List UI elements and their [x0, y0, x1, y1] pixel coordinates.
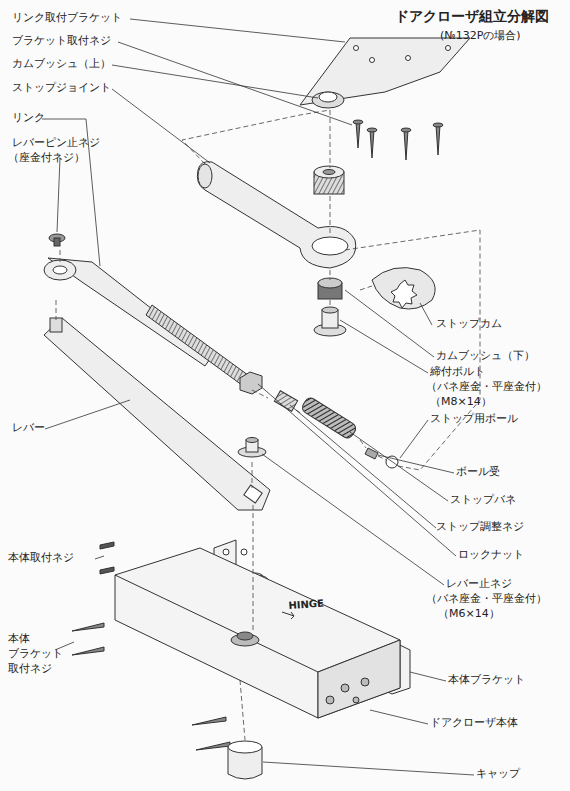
part-label: （座金付ネジ）: [8, 152, 85, 165]
part-label: （M6×14）: [438, 608, 500, 621]
parts: [44, 38, 470, 779]
stop-cam: [372, 268, 435, 309]
part-label: レバーピン止ネジ: [12, 137, 100, 150]
part-label: ドアクローザ本体: [430, 717, 518, 730]
part-label: ストップ調整ネジ: [436, 521, 524, 534]
diagram-title: ドアクローザ組立分解図: [395, 8, 549, 24]
part-label: リンク取付ブラケット: [12, 12, 122, 25]
marking-text: HINGE: [288, 598, 324, 612]
part-label: ブラケット取付ネジ: [12, 35, 111, 48]
part-label: キャップ: [476, 768, 520, 781]
assembly-lines: [56, 110, 480, 740]
part-label: ボール受: [456, 466, 500, 479]
diagram-caption: (№132Pの場合): [440, 30, 521, 43]
part-label: 本体ブラケット: [448, 674, 525, 687]
part-label: カムブッシュ（下）: [436, 350, 535, 363]
part-label: リンク: [12, 112, 45, 125]
part-label: （バネ座金・平座金付）: [426, 593, 547, 606]
part-label: 取付ネジ: [8, 663, 52, 676]
part-label: ロックナット: [458, 549, 524, 562]
part-label: （M8×14）: [430, 396, 492, 409]
part-label: 締付ボルト: [430, 366, 485, 379]
leader-lines: [42, 19, 474, 775]
part-label: ブラケット: [8, 648, 63, 661]
closer-body: [115, 548, 400, 718]
part-label: レバー止ネジ: [446, 578, 512, 591]
part-label: カムブッシュ（上）: [12, 58, 111, 71]
part-label: 本体取付ネジ: [8, 552, 74, 565]
part-label: （バネ座金・平座金付）: [426, 381, 547, 394]
lever: [44, 318, 270, 510]
part-label: ストップバネ: [450, 494, 516, 507]
part-label: 本体: [8, 633, 30, 646]
part-label: ストップジョイント: [12, 82, 111, 95]
link-bracket: [300, 38, 470, 105]
part-label: ストップ用ボール: [430, 413, 518, 426]
part-label: ストップカム: [436, 318, 502, 331]
part-label: レバー: [12, 422, 45, 435]
stop-joint: [197, 162, 355, 268]
